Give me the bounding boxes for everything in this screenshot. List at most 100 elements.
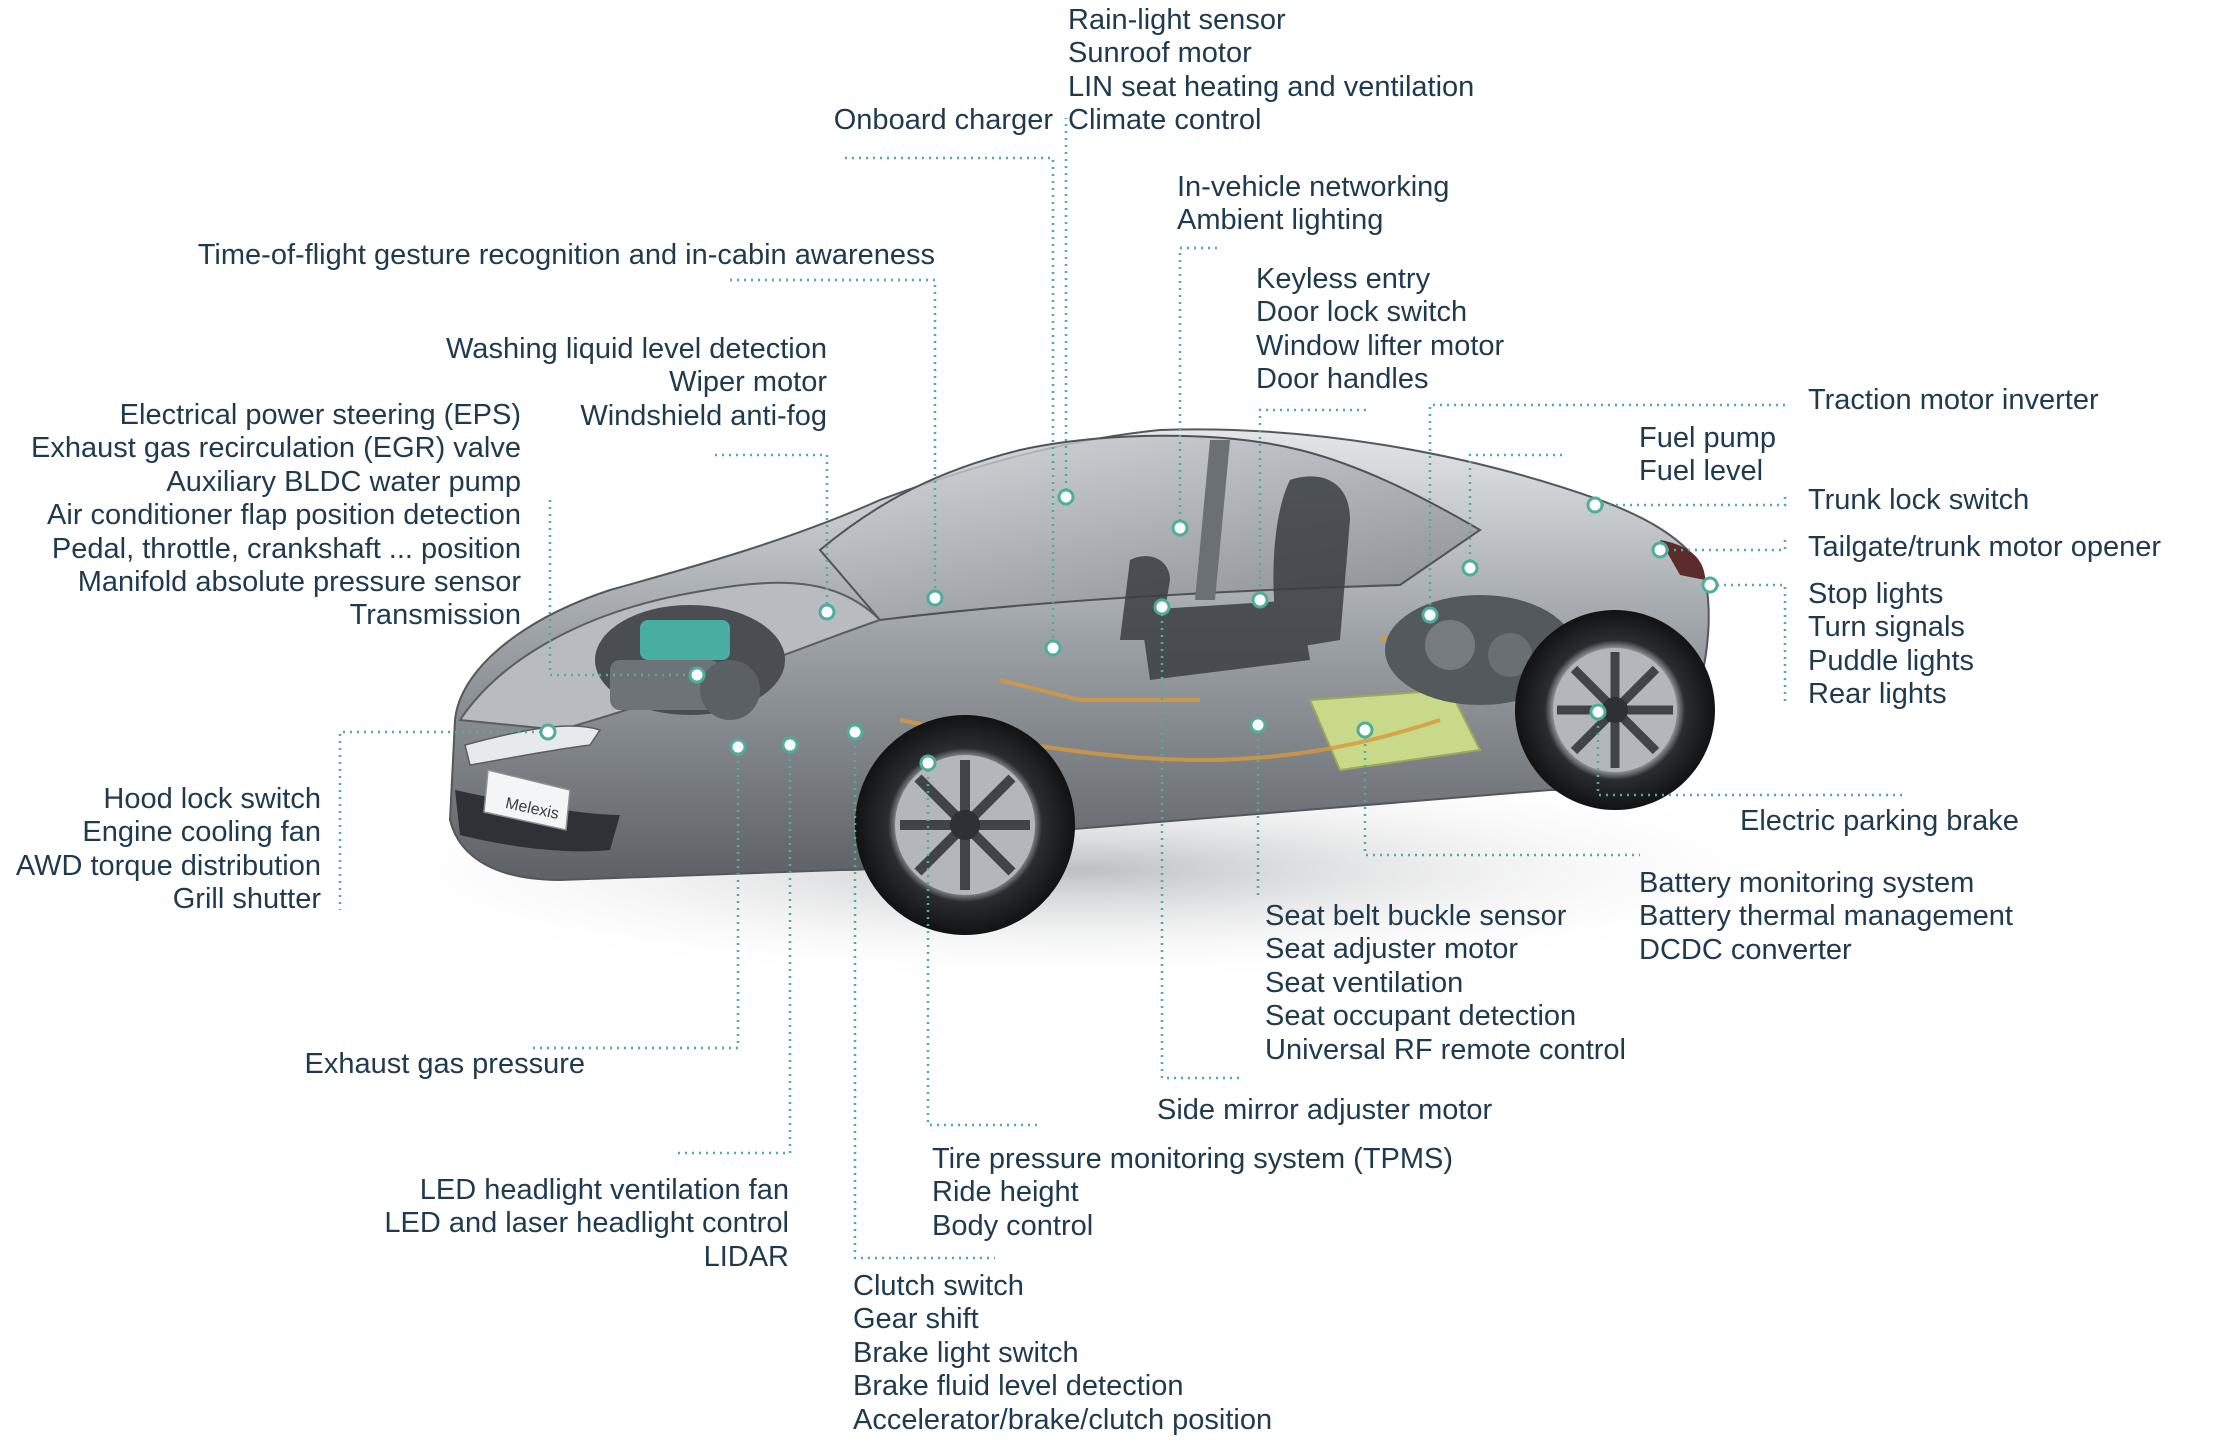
sensor-markers — [539, 488, 1719, 772]
label-item: Manifold absolute pressure sensor — [77, 566, 521, 599]
marker-roof — [1057, 488, 1075, 506]
marker-washer — [818, 603, 836, 621]
marker-headlight — [781, 736, 799, 754]
label-item: Trunk lock switch — [1808, 484, 2030, 516]
marker-parking-brake — [1589, 703, 1607, 721]
label-group-roof-electronics: Rain-light sensor Sunroof motor LIN seat… — [1068, 4, 1474, 138]
label-group-washer: Washing liquid level detection Wiper mot… — [446, 333, 827, 433]
label-item: Rear lights — [1808, 678, 1947, 711]
label-item: Puddle lights — [1808, 644, 1975, 677]
car-b-pillar — [1195, 440, 1230, 600]
marker-rear-lights — [1701, 576, 1719, 594]
marker-tpms — [919, 754, 937, 772]
label-group-rear-lights: Stop lights Turn signals Puddle lights R… — [1808, 578, 1974, 712]
label-item: Engine cooling fan — [82, 816, 321, 849]
marker-powertrain — [688, 666, 706, 684]
label-item: Tire pressure monitoring system (TPMS) — [932, 1143, 1454, 1175]
label-item: Accelerator/brake/clutch position — [853, 1403, 1273, 1436]
label-item: Seat occupant detection — [1265, 1000, 1577, 1033]
marker-seat — [1249, 716, 1267, 734]
label-item: Electrical power steering (EPS) — [119, 399, 521, 431]
marker-door — [1251, 591, 1269, 609]
label-group-seat: Seat belt buckle sensor Seat adjuster mo… — [1265, 900, 1626, 1067]
label-group-battery: Battery monitoring system Battery therma… — [1639, 867, 2013, 967]
label-item: Universal RF remote control — [1265, 1033, 1626, 1066]
marker-battery — [1356, 721, 1374, 739]
label-item: LIDAR — [703, 1240, 789, 1273]
label-item: Hood lock switch — [103, 783, 321, 815]
label-item: Seat ventilation — [1265, 966, 1464, 999]
label-item: Clutch switch — [853, 1270, 1024, 1302]
label-group-powertrain: Electrical power steering (EPS) Exhaust … — [31, 399, 521, 633]
label-item: Fuel level — [1639, 455, 1764, 488]
label-item: Seat adjuster motor — [1265, 933, 1519, 966]
label-item: Gear shift — [853, 1303, 979, 1336]
marker-pedals — [846, 723, 864, 741]
label-group-time-of-flight: Time-of-flight gesture recognition and i… — [198, 239, 935, 272]
engine-bay — [595, 605, 785, 720]
label-item: Stop lights — [1808, 578, 1944, 610]
marker-traction — [1421, 606, 1439, 624]
label-item: Rain-light sensor — [1068, 4, 1286, 36]
marker-hood — [539, 723, 557, 741]
label-item: Tailgate/trunk motor opener — [1808, 531, 2162, 563]
label-item: Side mirror adjuster motor — [1157, 1094, 1493, 1126]
rear-wheel — [1515, 610, 1715, 810]
label-item: Battery monitoring system — [1639, 867, 1975, 899]
label-group-side-mirror: Side mirror adjuster motor — [1157, 1094, 1492, 1127]
label-item: Electric parking brake — [1740, 805, 2019, 837]
label-group-fuel: Fuel pump Fuel level — [1639, 422, 1776, 489]
label-group-headlight: LED headlight ventilation fan LED and la… — [384, 1174, 789, 1274]
marker-networking — [1171, 519, 1189, 537]
marker-fuel — [1461, 559, 1479, 577]
label-item: Air conditioner flap position detection — [47, 499, 521, 532]
license-plate: Melexis — [483, 769, 571, 831]
leader-lines — [338, 118, 1905, 1260]
label-item: Transmission — [349, 599, 521, 632]
tail-light — [1660, 540, 1705, 580]
marker-trunk-lock — [1586, 496, 1604, 514]
label-item: Ride height — [932, 1176, 1079, 1209]
marker-tailgate — [1651, 541, 1669, 559]
label-group-tailgate: Tailgate/trunk motor opener — [1808, 531, 2161, 564]
label-group-tpms: Tire pressure monitoring system (TPMS) R… — [932, 1143, 1453, 1243]
label-item: Battery thermal management — [1639, 900, 2013, 933]
label-item: Seat belt buckle sensor — [1265, 900, 1567, 932]
label-item: DCDC converter — [1639, 933, 1852, 966]
label-group-traction-motor: Traction motor inverter — [1808, 384, 2099, 417]
label-item: Traction motor inverter — [1808, 384, 2099, 416]
label-group-hood: Hood lock switch Engine cooling fan AWD … — [16, 783, 321, 917]
label-item: Fuel pump — [1639, 422, 1777, 454]
label-item: LIN seat heating and ventilation — [1068, 70, 1475, 103]
label-group-onboard-charger: Onboard charger — [834, 104, 1053, 137]
label-item: Window lifter motor — [1256, 329, 1505, 362]
label-group-networking: In-vehicle networking Ambient lighting — [1177, 171, 1449, 238]
label-item: Door handles — [1256, 363, 1429, 396]
label-item: Grill shutter — [172, 883, 321, 916]
label-item: Brake light switch — [853, 1336, 1079, 1369]
label-item: LED and laser headlight control — [384, 1207, 789, 1240]
headlight — [464, 725, 602, 766]
label-item: Onboard charger — [833, 104, 1053, 136]
car-seats — [1120, 476, 1350, 680]
marker-onboard-charger — [1044, 639, 1062, 657]
label-item: Climate control — [1068, 104, 1262, 137]
label-group-trunk-lock: Trunk lock switch — [1808, 484, 2029, 517]
label-group-parking-brake: Electric parking brake — [1740, 805, 2019, 838]
front-wheel — [855, 715, 1075, 935]
label-item: Time-of-flight gesture recognition and i… — [197, 239, 935, 271]
label-item: Windshield anti-fog — [580, 399, 827, 432]
label-item: Keyless entry — [1256, 263, 1431, 295]
marker-exhaust — [729, 738, 747, 756]
label-item: Wiper motor — [669, 366, 827, 399]
label-item: AWD torque distribution — [15, 849, 321, 882]
label-group-exhaust: Exhaust gas pressure — [305, 1048, 585, 1081]
label-item: Turn signals — [1808, 611, 1965, 644]
label-item: Exhaust gas pressure — [304, 1048, 585, 1080]
label-item: Sunroof motor — [1068, 37, 1252, 70]
label-item: Ambient lighting — [1177, 204, 1384, 237]
marker-mirror — [1153, 598, 1171, 616]
label-group-door: Keyless entry Door lock switch Window li… — [1256, 263, 1504, 397]
label-item: Exhaust gas recirculation (EGR) valve — [31, 432, 521, 465]
